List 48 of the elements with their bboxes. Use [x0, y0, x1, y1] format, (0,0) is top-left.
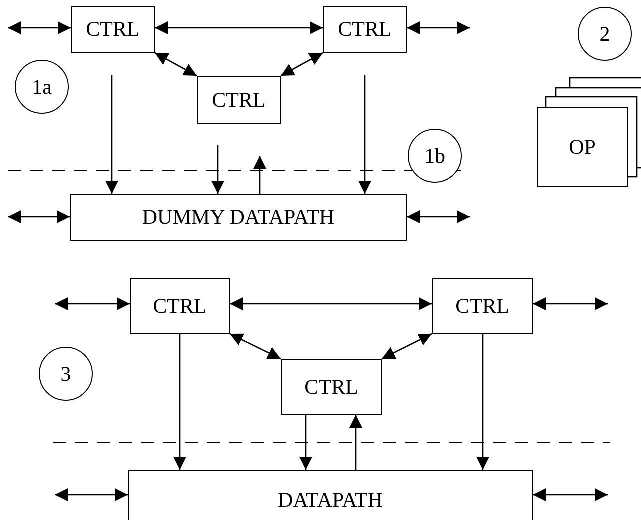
process-box: [70, 194, 407, 241]
process-box: [432, 278, 533, 334]
callout-circle: [39, 347, 93, 401]
arrow: [55, 298, 130, 310]
arrow: [230, 298, 432, 310]
arrow: [55, 488, 128, 502]
arrow: [476, 334, 490, 470]
callout-circle: [578, 7, 632, 61]
arrow: [106, 75, 118, 194]
callout-number: 1a: [32, 76, 52, 98]
box-label: CTRL: [338, 19, 392, 40]
process-box: [281, 359, 382, 415]
arrow: [230, 333, 282, 360]
callout-number: 1b: [424, 146, 446, 166]
box-label: CTRL: [153, 296, 207, 316]
callout-circle: [15, 60, 69, 114]
arrow: [407, 22, 470, 34]
callout-number: 3: [60, 364, 72, 384]
process-box: [130, 278, 230, 334]
arrow: [8, 210, 70, 224]
box-label: CTRL: [304, 376, 358, 398]
box-label: CTRL: [456, 296, 510, 316]
arrow: [154, 52, 198, 77]
box-label: CTRL: [86, 19, 140, 40]
arrow: [254, 156, 266, 194]
box-label: OP: [569, 136, 596, 158]
callout-number: 2: [600, 24, 610, 44]
box-label: DUMMY DATAPATH: [142, 207, 335, 228]
arrow: [358, 75, 372, 194]
arrow: [174, 334, 186, 470]
process-box: [197, 76, 281, 124]
arrow: [280, 52, 324, 77]
arrow: [533, 298, 608, 310]
arrow: [407, 210, 470, 224]
process-box: [537, 107, 628, 187]
arrow: [8, 22, 71, 34]
box-label: CTRL: [212, 90, 266, 110]
arrow: [212, 145, 224, 194]
process-box: [323, 6, 407, 53]
arrow: [350, 415, 362, 470]
callout-circle: [408, 129, 462, 183]
box-label: DATAPATH: [278, 490, 383, 510]
process-box: [71, 6, 155, 53]
process-box: [128, 470, 533, 520]
arrow: [382, 333, 432, 360]
arrow: [533, 488, 608, 502]
arrow: [300, 415, 312, 470]
arrow: [155, 22, 323, 34]
